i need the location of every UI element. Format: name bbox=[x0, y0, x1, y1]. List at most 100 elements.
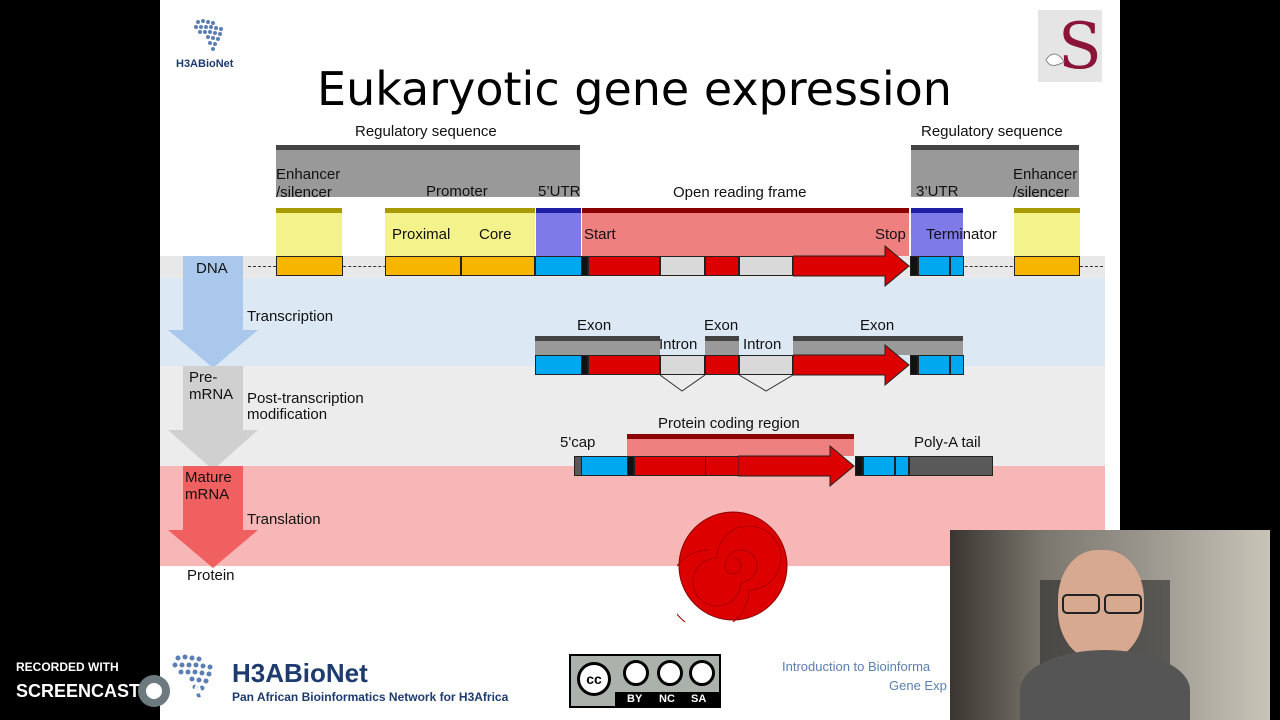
mature-start bbox=[627, 456, 634, 476]
mature-exon1 bbox=[634, 456, 706, 476]
transcription-arrow-icon bbox=[168, 256, 258, 368]
mature-utr3a bbox=[863, 456, 895, 476]
polya-label: Poly-A tail bbox=[914, 434, 981, 451]
logo-top-left-text: H3ABioNet bbox=[176, 58, 234, 70]
nc-icon bbox=[657, 660, 683, 686]
protein-label: Protein bbox=[187, 567, 235, 584]
utr3-region bbox=[911, 208, 963, 256]
africa-logo-icon bbox=[188, 16, 232, 56]
protein-coding-label: Protein coding region bbox=[658, 415, 800, 432]
premrna-intron2 bbox=[739, 355, 793, 375]
core-label: Core bbox=[479, 226, 512, 243]
translation-label: Translation bbox=[247, 511, 321, 528]
dna-utr3a bbox=[918, 256, 950, 276]
university-logo-icon: S bbox=[1038, 10, 1102, 84]
dna-proximal bbox=[385, 256, 461, 276]
enhancer-left-label: Enhancer/silencer bbox=[276, 166, 341, 201]
footer-logo-text: H3ABioNet bbox=[232, 658, 368, 688]
protein-coding-bar bbox=[627, 434, 854, 456]
presenter-glasses-left bbox=[1062, 594, 1100, 614]
cc-license-badge: cc BY NC SA bbox=[569, 654, 721, 708]
dna-core bbox=[461, 256, 535, 276]
dna-utr5 bbox=[535, 256, 582, 276]
exon2-bar bbox=[705, 336, 739, 355]
exon1-label: Exon bbox=[577, 317, 612, 334]
cc-nc-label: NC bbox=[659, 693, 675, 705]
premrna-exon3-arrow bbox=[793, 344, 910, 386]
screencast-logo-icon bbox=[138, 675, 170, 707]
mature-exon2 bbox=[705, 456, 739, 476]
promoter-label: Promoter bbox=[426, 183, 488, 200]
intron1-label: Intron bbox=[659, 336, 698, 353]
reg-seq-left-block bbox=[276, 145, 580, 197]
premrna-exon1 bbox=[588, 355, 660, 375]
reg-seq-right-label: Regulatory sequence bbox=[921, 123, 1063, 140]
footer-course-text: Introduction to Bioinforma bbox=[782, 659, 931, 674]
dna-exon3-arrow bbox=[793, 245, 910, 287]
reg-seq-left-label: Regulatory sequence bbox=[355, 123, 497, 140]
mature-stop bbox=[855, 456, 863, 476]
dna-enhancer-left bbox=[276, 256, 343, 276]
dna-start-codon bbox=[581, 256, 588, 276]
dna-label: DNA bbox=[196, 260, 228, 277]
exon3-label: Exon bbox=[860, 317, 895, 334]
orf-label: Open reading frame bbox=[673, 184, 807, 201]
mature-utr3b bbox=[895, 456, 909, 476]
utr5-label: 5’UTR bbox=[538, 183, 581, 200]
matic-text: MATIC bbox=[176, 681, 232, 701]
translation-band bbox=[160, 466, 1105, 566]
enhancer-left-region bbox=[276, 208, 342, 256]
premrna-intron1 bbox=[660, 355, 705, 375]
slide: H3ABioNet S Eukaryotic gene expression R… bbox=[160, 0, 1120, 720]
by-icon bbox=[623, 660, 649, 686]
proximal-label: Proximal bbox=[392, 226, 451, 243]
exon1-bar bbox=[535, 336, 660, 355]
mature-utr5 bbox=[581, 456, 628, 476]
sa-icon bbox=[689, 660, 715, 686]
enhancer-right-label: Enhancer/silencer bbox=[1013, 166, 1078, 201]
transcription-label: Transcription bbox=[247, 308, 334, 325]
page-title: Eukaryotic gene expression bbox=[317, 62, 952, 116]
footer-sub-text: Pan African Bioinformatics Network for H… bbox=[232, 690, 509, 704]
footer-topic-text: Gene Exp bbox=[889, 678, 947, 693]
exon2-label: Exon bbox=[704, 317, 739, 334]
premrna-utr3b bbox=[950, 355, 964, 375]
enhancer-right-region bbox=[1014, 208, 1080, 256]
dna-exon1 bbox=[588, 256, 660, 276]
mature-exon3-arrow bbox=[738, 445, 855, 487]
screencast-text: SCREENCAST bbox=[16, 681, 141, 701]
translation-arrow-icon bbox=[168, 466, 258, 568]
dna-utr3b bbox=[950, 256, 964, 276]
start-label: Start bbox=[584, 226, 616, 243]
utr3-label: 3’UTR bbox=[916, 183, 959, 200]
stop-label: Stop bbox=[875, 226, 906, 243]
utr5-region bbox=[536, 208, 581, 256]
dna-intron1 bbox=[660, 256, 705, 276]
premrna-label: Pre-mRNA bbox=[189, 369, 234, 403]
cc-icon: cc bbox=[577, 662, 611, 696]
orf-region bbox=[582, 208, 909, 256]
presenter-glasses-right bbox=[1104, 594, 1142, 614]
reg-seq-right-block bbox=[911, 145, 1079, 197]
footer-africa-logo-icon bbox=[166, 650, 226, 702]
dna-exon2 bbox=[705, 256, 739, 276]
cc-label-strip bbox=[615, 692, 721, 706]
dna-stop-codon bbox=[910, 256, 918, 276]
protein-icon bbox=[677, 511, 788, 622]
svg-text:S: S bbox=[1058, 10, 1102, 82]
terminator-label: Terminator bbox=[926, 226, 997, 243]
cc-by-label: BY bbox=[627, 693, 643, 705]
mature-polya bbox=[909, 456, 993, 476]
presenter-face bbox=[1058, 550, 1144, 660]
dna-enhancer-right bbox=[1014, 256, 1080, 276]
splice-lines bbox=[660, 375, 794, 392]
cap5-label: 5'cap bbox=[560, 434, 596, 451]
recorded-with-text: RECORDED WITH bbox=[16, 660, 119, 674]
intron2-label: Intron bbox=[743, 336, 782, 353]
promoter-region bbox=[385, 208, 535, 256]
exon3-bar bbox=[793, 336, 963, 355]
premrna-stop bbox=[910, 355, 918, 375]
premrna-utr3a bbox=[918, 355, 950, 375]
